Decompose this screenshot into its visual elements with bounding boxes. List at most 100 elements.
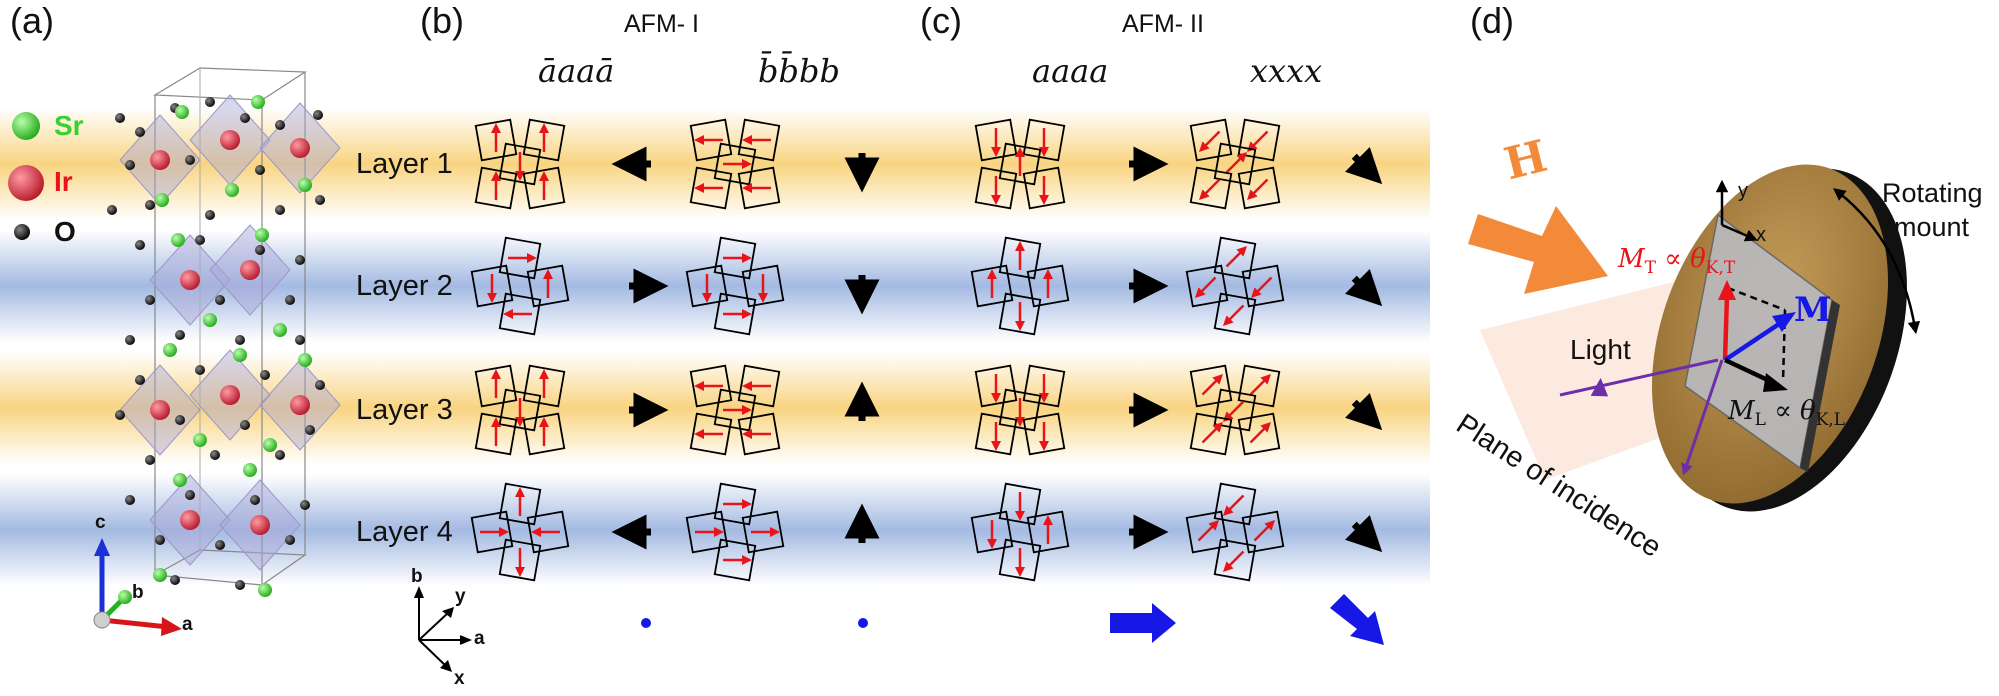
o-atom <box>300 500 310 510</box>
ml-label: ML ∝ θK,L <box>1728 396 1845 430</box>
o-atom <box>195 235 205 245</box>
spin-arrow <box>1225 151 1248 174</box>
ir-site-square <box>1237 412 1281 456</box>
spin-plaquette <box>470 236 570 336</box>
ir-atom <box>180 510 200 530</box>
o-atom <box>135 375 145 385</box>
o-atom <box>215 295 225 305</box>
mt-symbol: M <box>1618 244 1645 274</box>
lattice-axes-icon <box>414 586 472 672</box>
o-atom <box>295 255 305 265</box>
o-atom <box>315 195 325 205</box>
sample-axis-y: y <box>1738 180 1748 202</box>
o-atom <box>107 205 117 215</box>
ir-site-square <box>974 118 1018 162</box>
spin-arrow <box>1250 276 1273 299</box>
spin-plaquette <box>685 236 785 336</box>
reflected-light <box>1681 359 1724 476</box>
ir-site-square <box>974 166 1018 210</box>
net-moment-arrow <box>1345 269 1383 307</box>
ir-site-square <box>1022 412 1066 456</box>
ir-site-square <box>1237 118 1281 162</box>
legend-sr: Sr <box>54 110 84 141</box>
ir-atom <box>240 260 260 280</box>
axis-x2-label: x <box>454 668 465 689</box>
ir-site-square <box>970 510 1014 554</box>
spin-arrow <box>1225 245 1248 268</box>
o-atom <box>215 540 225 550</box>
ir-site-square <box>1189 118 1233 162</box>
ir-site-square <box>737 412 781 456</box>
ir-site-square <box>998 292 1042 336</box>
kerr-setup <box>1468 164 1921 512</box>
axis-b2-label: b <box>411 566 423 587</box>
o-atom <box>195 365 205 375</box>
spin-arrow <box>1198 178 1221 201</box>
sr-atom <box>233 348 247 362</box>
ir-site-square <box>1213 142 1257 186</box>
o-atom <box>240 420 250 430</box>
ir-site-square <box>970 264 1014 308</box>
ir-site-square <box>998 538 1042 582</box>
afm1-config1: āaaā <box>538 52 615 90</box>
o-atom <box>305 425 315 435</box>
ir-site-square <box>998 236 1042 280</box>
sr-atom <box>263 438 277 452</box>
ir-site-square <box>998 388 1042 432</box>
ir-site-square <box>713 236 757 280</box>
afm2-config2: xxxx <box>1250 52 1323 90</box>
layer-label-2: Layer 2 <box>356 270 453 302</box>
ir-site-square <box>1189 166 1233 210</box>
o-atom <box>275 450 285 460</box>
ir-site-square <box>713 388 757 432</box>
spin-arrow <box>1222 304 1245 327</box>
mt-subscript: T <box>1644 258 1656 279</box>
sr-atom <box>173 473 187 487</box>
spin-arrow <box>1249 421 1272 444</box>
ml-symbol: M <box>1728 396 1755 426</box>
ir-site-square <box>689 412 733 456</box>
o-atom <box>185 155 195 165</box>
o-atom <box>255 245 265 255</box>
spin-plaquette <box>1189 118 1281 210</box>
ir-site-square <box>998 482 1042 526</box>
panel-label-c: (c) <box>920 0 962 41</box>
axis-a-label: a <box>182 614 193 635</box>
ir-atom <box>150 150 170 170</box>
o-atom <box>260 370 270 380</box>
crystal-axes-icon <box>93 538 182 636</box>
ir-site-square <box>1241 264 1285 308</box>
ir-atom <box>220 385 240 405</box>
sample-axis-x: x <box>1756 224 1766 246</box>
ir-site-square <box>498 236 542 280</box>
o-atom <box>125 335 135 345</box>
sr-atom <box>203 313 217 327</box>
o-atom <box>155 535 165 545</box>
ir-atom <box>150 400 170 420</box>
ir-atom <box>290 395 310 415</box>
crystal-structure <box>107 67 341 597</box>
ir-atom-icon <box>8 165 44 201</box>
ir-site-square <box>498 292 542 336</box>
ml-vector <box>1724 357 1773 385</box>
ir-site-square <box>737 118 781 162</box>
ir-site-square <box>522 166 566 210</box>
ir-site-square <box>1022 364 1066 408</box>
spin-arrow <box>1246 130 1269 153</box>
ir-site-square <box>498 538 542 582</box>
o-atom <box>235 335 245 345</box>
legend-ir: Ir <box>54 166 73 197</box>
o-atom <box>235 580 245 590</box>
o-atom <box>145 455 155 465</box>
ir-atom <box>180 270 200 290</box>
incident-light <box>1559 358 1719 397</box>
o-atom <box>210 450 220 460</box>
panel-label-b: (b) <box>420 0 464 41</box>
ir-site-square <box>685 264 729 308</box>
o-atom <box>170 575 180 585</box>
net-moment-arrow <box>1345 147 1383 185</box>
ir-site-square <box>498 142 542 186</box>
rotating-label-line2: mount <box>1894 212 1970 242</box>
o-atom <box>175 415 185 425</box>
sr-atom <box>251 95 265 109</box>
